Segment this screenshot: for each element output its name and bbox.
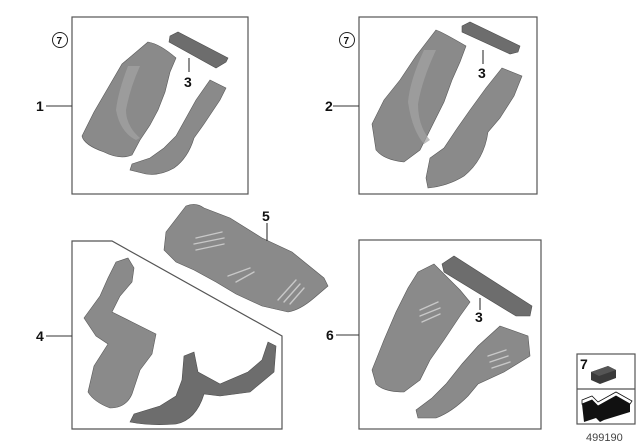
lower-trim-part[interactable] xyxy=(129,341,277,425)
circled-ref-7 xyxy=(339,32,355,48)
callout-6[interactable]: 6 xyxy=(326,327,334,343)
installation-arrow-icon xyxy=(581,391,633,422)
callout-3[interactable]: 3 xyxy=(475,309,483,325)
group-6[interactable]: 6 3 xyxy=(326,239,542,430)
callout-2[interactable]: 2 xyxy=(325,98,333,114)
cover-panel-part[interactable] xyxy=(163,204,329,313)
callout-1[interactable]: 1 xyxy=(36,98,44,114)
legend: 7 499190 xyxy=(576,353,636,444)
upper-shell-part[interactable] xyxy=(81,41,177,158)
legend-item-number: 7 xyxy=(580,356,588,372)
callout-4[interactable]: 4 xyxy=(36,328,44,344)
group-4[interactable]: 4 xyxy=(36,240,283,430)
strip-part-3[interactable] xyxy=(461,21,521,55)
svg-text:7: 7 xyxy=(344,36,350,47)
callout-5[interactable]: 5 xyxy=(262,208,270,224)
callout-3[interactable]: 3 xyxy=(478,65,486,81)
foam-pad-icon xyxy=(591,366,616,384)
part-5[interactable]: 5 xyxy=(163,204,329,313)
svg-text:7: 7 xyxy=(57,36,63,47)
upper-shell-part[interactable] xyxy=(371,263,471,393)
lower-shell-part[interactable] xyxy=(129,79,227,175)
image-number: 499190 xyxy=(586,432,623,444)
strip-part-3[interactable] xyxy=(441,255,533,317)
upper-trim-part[interactable] xyxy=(83,257,157,409)
circled-ref-7 xyxy=(52,32,68,48)
group-4-frame xyxy=(71,240,283,430)
strip-part-3[interactable] xyxy=(168,31,229,69)
group-2[interactable]: 2 7 3 xyxy=(325,16,538,195)
lower-shell-part[interactable] xyxy=(415,325,531,419)
group-1[interactable]: 1 7 3 xyxy=(36,16,249,195)
lower-shell-part[interactable] xyxy=(425,67,523,189)
callout-3[interactable]: 3 xyxy=(184,74,192,90)
